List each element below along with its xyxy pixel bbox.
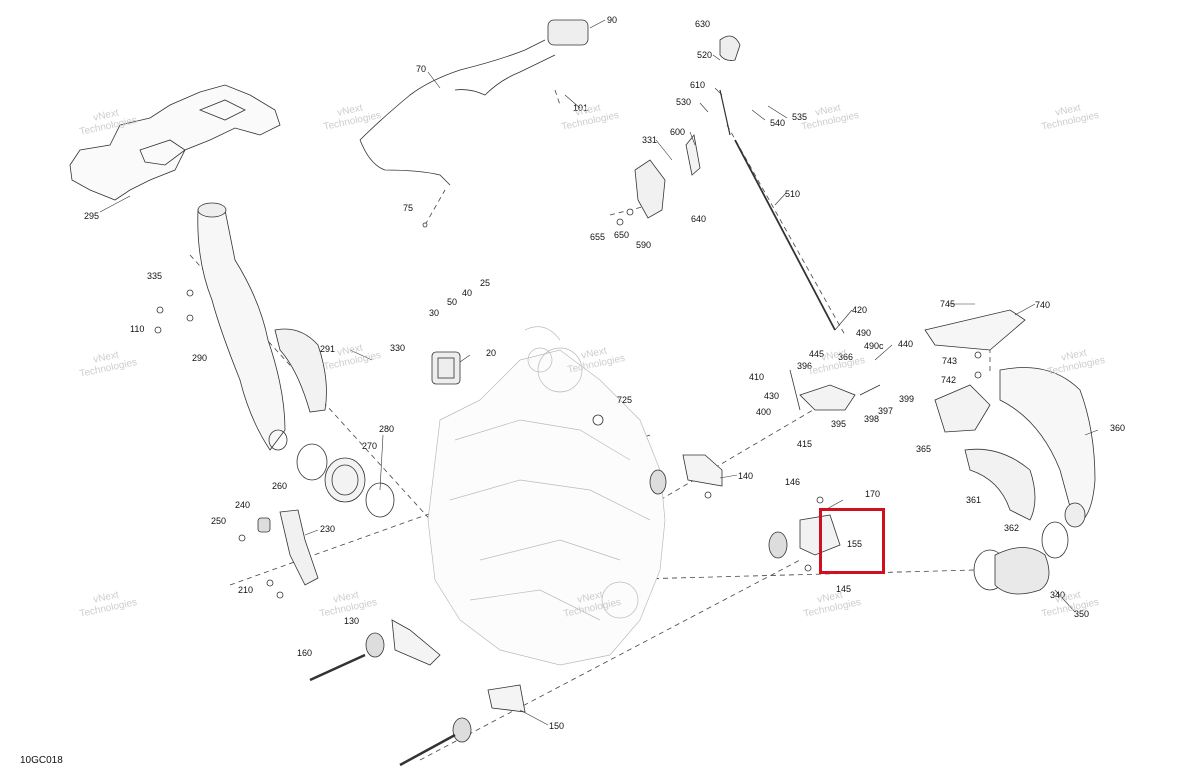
- part-label-365[interactable]: 365: [916, 444, 932, 454]
- part-label-725[interactable]: 725: [617, 395, 633, 405]
- part-label-655[interactable]: 655: [590, 232, 606, 242]
- part-label-110[interactable]: 110: [130, 324, 145, 334]
- part-label-395[interactable]: 395: [831, 419, 847, 429]
- part-label-145[interactable]: 145: [836, 584, 852, 594]
- part-label-340[interactable]: 340: [1050, 590, 1066, 600]
- part-label-410[interactable]: 410: [749, 372, 765, 382]
- part-label-400[interactable]: 400: [756, 407, 772, 417]
- part-label-745[interactable]: 745: [940, 299, 956, 309]
- part-label-650[interactable]: 650: [614, 230, 630, 240]
- part-label-530[interactable]: 530: [676, 97, 692, 107]
- part-label-291[interactable]: 291: [320, 344, 336, 354]
- part-label-70[interactable]: 70: [416, 64, 427, 74]
- part-label-490c[interactable]: 490c: [864, 341, 884, 351]
- part-label-740[interactable]: 740: [1035, 300, 1051, 310]
- part-label-140[interactable]: 140: [738, 471, 754, 481]
- part-label-295[interactable]: 295: [84, 211, 100, 221]
- part-label-20[interactable]: 20: [486, 348, 497, 358]
- part-label-40[interactable]: 40: [462, 288, 473, 298]
- part-label-396[interactable]: 396: [797, 361, 813, 371]
- part-label-430[interactable]: 430: [764, 391, 780, 401]
- part-label-50[interactable]: 50: [447, 297, 458, 307]
- part-label-490[interactable]: 490: [856, 328, 872, 338]
- part-label-366[interactable]: 366: [838, 352, 854, 362]
- part-label-280[interactable]: 280: [379, 424, 395, 434]
- part-label-150[interactable]: 150: [549, 721, 565, 731]
- part-label-600[interactable]: 600: [670, 127, 686, 137]
- part-label-742[interactable]: 742: [941, 375, 957, 385]
- part-label-510[interactable]: 510: [785, 189, 801, 199]
- figure-id: 10GC018: [20, 755, 63, 766]
- part-label-743[interactable]: 743: [942, 356, 958, 366]
- part-label-440[interactable]: 440: [898, 339, 914, 349]
- part-label-250[interactable]: 250: [211, 516, 227, 526]
- part-label-445[interactable]: 445: [809, 349, 825, 359]
- part-label-520[interactable]: 520: [697, 50, 713, 60]
- part-label-420[interactable]: 420: [852, 305, 868, 315]
- part-label-101[interactable]: 101: [573, 103, 589, 113]
- part-label-210[interactable]: 210: [238, 585, 254, 595]
- part-label-399[interactable]: 399: [899, 394, 915, 404]
- part-label-398[interactable]: 398: [864, 414, 880, 424]
- part-label-240[interactable]: 240: [235, 500, 251, 510]
- part-label-331[interactable]: 331: [642, 135, 658, 145]
- part-label-146[interactable]: 146: [785, 477, 801, 487]
- part-label-397[interactable]: 397: [878, 406, 894, 416]
- highlight-box-155: [819, 508, 885, 574]
- part-label-590[interactable]: 590: [636, 240, 652, 250]
- part-label-170[interactable]: 170: [865, 489, 881, 499]
- part-label-640[interactable]: 640: [691, 214, 707, 224]
- part-label-535[interactable]: 535: [792, 112, 808, 122]
- part-label-360[interactable]: 360: [1110, 423, 1126, 433]
- part-label-90[interactable]: 90: [607, 15, 618, 25]
- part-label-361[interactable]: 361: [966, 495, 982, 505]
- part-label-540[interactable]: 540: [770, 118, 786, 128]
- part-label-230[interactable]: 230: [320, 524, 336, 534]
- part-label-160[interactable]: 160: [297, 648, 313, 658]
- part-label-362[interactable]: 362: [1004, 523, 1020, 533]
- part-label-155[interactable]: 155: [847, 539, 863, 549]
- part-label-610[interactable]: 610: [690, 80, 706, 90]
- part-label-350[interactable]: 350: [1074, 609, 1090, 619]
- part-label-25[interactable]: 25: [480, 278, 491, 288]
- part-label-630[interactable]: 630: [695, 19, 711, 29]
- part-label-130[interactable]: 130: [344, 616, 360, 626]
- part-label-75[interactable]: 75: [403, 203, 414, 213]
- part-label-30[interactable]: 30: [429, 308, 440, 318]
- part-label-290[interactable]: 290: [192, 353, 208, 363]
- part-label-270[interactable]: 270: [362, 441, 378, 451]
- part-label-415[interactable]: 415: [797, 439, 813, 449]
- part-label-335[interactable]: 335: [147, 271, 163, 281]
- part-label-260[interactable]: 260: [272, 481, 288, 491]
- part-label-330[interactable]: 330: [390, 343, 406, 353]
